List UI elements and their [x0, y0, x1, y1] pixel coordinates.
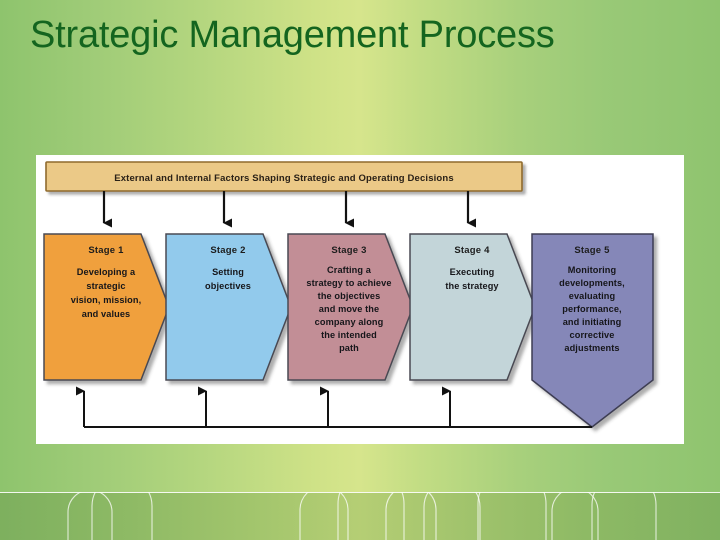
stage-1-body-line-4: and values: [82, 309, 131, 319]
band-fill: [0, 492, 720, 540]
stage-3-label: Stage 3: [331, 245, 366, 256]
stage-3-shape[interactable]: Stage 3 Crafting a strategy to achieve t…: [287, 233, 414, 381]
stage-2-shape[interactable]: Stage 2 Setting objectives: [165, 233, 292, 381]
decorative-bottom-band: [0, 492, 720, 540]
stage-1-chevron: [43, 233, 170, 381]
stage-1-body-line-3: vision, mission,: [71, 295, 142, 305]
stage-2-body-line-2: objectives: [205, 281, 251, 291]
factors-banner-box: [45, 161, 523, 192]
factors-banner-label: External and Internal Factors Shaping St…: [114, 173, 454, 184]
stage-5-body-line-2: developments,: [559, 278, 625, 288]
factors-banner: [45, 161, 523, 192]
stage-5-body-line-5: and initiating: [563, 317, 622, 327]
stage-3-body-line-6: the intended: [321, 330, 377, 340]
stage-5-body-line-1: Monitoring: [568, 265, 616, 275]
stage-1-shape[interactable]: Stage 1 Developing a strategic vision, m…: [43, 233, 170, 381]
stage-3-body-line-7: path: [339, 343, 359, 353]
stage-5-body-line-7: adjustments: [564, 343, 619, 353]
stage-3-body-line-4: and move the: [319, 304, 379, 314]
stage-4-body-line-1: Executing: [450, 267, 495, 277]
stage-4-shape[interactable]: Stage 4 Executing the strategy: [409, 233, 536, 381]
stage-3-chevron: [287, 233, 414, 381]
feedback-loop: [76, 386, 592, 428]
stage-3-body-line-3: the objectives: [318, 291, 381, 301]
stage-5-body-line-3: evaluating: [569, 291, 615, 301]
band-arches: [0, 492, 720, 540]
stage-5-shape[interactable]: Stage 5 Monitoring developments, evaluat…: [531, 233, 654, 428]
diagram-panel: External and Internal Factors Shaping St…: [36, 155, 684, 444]
stage-5-label: Stage 5: [574, 245, 610, 256]
stage-4-label: Stage 4: [454, 245, 490, 256]
stage-3-body-line-1: Crafting a: [327, 265, 372, 275]
stage-1-body-line-1: Developing a: [77, 267, 136, 277]
page-title: Strategic Management Process: [30, 14, 555, 56]
stage-1-label: Stage 1: [88, 245, 124, 256]
stage-5-body-line-6: corrective: [570, 330, 615, 340]
stage-3-body-line-5: company along: [315, 317, 384, 327]
stage-1-body-line-2: strategic: [86, 281, 125, 291]
stage-2-label: Stage 2: [210, 245, 245, 256]
banner-to-stage-arrows: [102, 191, 476, 228]
stage-2-body-line-1: Setting: [212, 267, 244, 277]
stage-5-pentagon: [531, 233, 654, 428]
stage-4-body-line-2: the strategy: [445, 281, 499, 291]
stage-5-body-line-4: performance,: [562, 304, 621, 314]
strategic-management-process-diagram: External and Internal Factors Shaping St…: [43, 161, 654, 428]
stage-3-body-line-2: strategy to achieve: [306, 278, 391, 288]
stage-4-chevron: [409, 233, 536, 381]
stage-2-chevron: [165, 233, 292, 381]
